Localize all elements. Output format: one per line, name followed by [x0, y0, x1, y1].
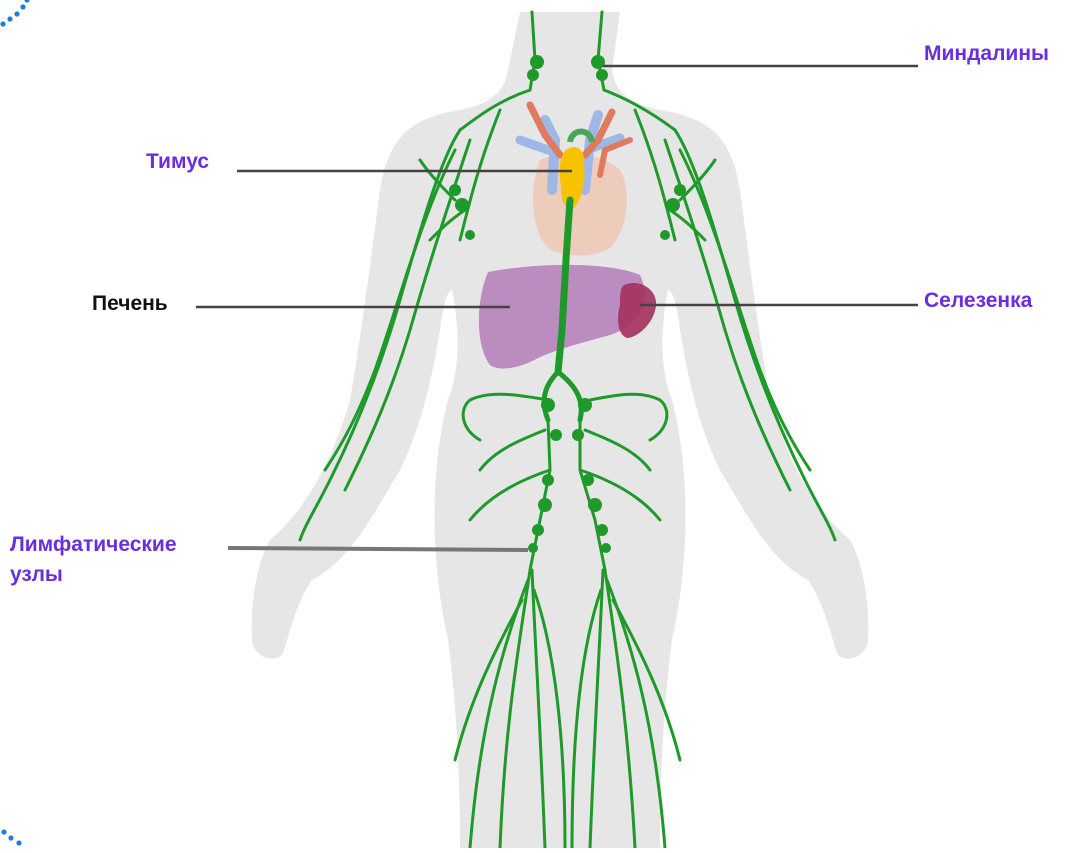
lymph-node: [666, 198, 680, 212]
label-lymph-nodes-line1: Лимфатические: [10, 530, 177, 560]
lymph-node: [596, 524, 608, 536]
lymph-node: [538, 498, 552, 512]
lymph-node: [660, 230, 670, 240]
lymph-node: [542, 474, 554, 486]
dotted-arc-icon: [0, 826, 40, 848]
lymph-node: [582, 474, 594, 486]
label-spleen: Селезенка: [924, 287, 1032, 314]
lymph-node: [550, 429, 562, 441]
lymph-node: [674, 184, 686, 196]
lymph-node: [455, 198, 469, 212]
lymph-node: [530, 55, 544, 69]
lymph-node: [588, 498, 602, 512]
lymph-node: [528, 543, 538, 553]
lymph-node: [449, 184, 461, 196]
leader-line-lymph-nodes: [228, 548, 528, 550]
lymph-node: [527, 69, 539, 81]
label-tonsils: Миндалины: [924, 40, 1049, 67]
label-lymph-nodes: Лимфатические узлы: [10, 530, 177, 590]
lymph-node: [532, 524, 544, 536]
dotted-arc-icon: [0, 0, 40, 30]
lymph-node: [572, 429, 584, 441]
label-lymph-nodes-line2: узлы: [10, 560, 177, 590]
lymph-node: [578, 398, 592, 412]
lymph-node: [541, 398, 555, 412]
label-thymus: Тимус: [146, 148, 209, 175]
label-liver: Печень: [92, 290, 168, 317]
lymph-node: [465, 230, 475, 240]
lymph-node: [601, 543, 611, 553]
lymph-node: [596, 69, 608, 81]
lymph-node: [591, 55, 605, 69]
